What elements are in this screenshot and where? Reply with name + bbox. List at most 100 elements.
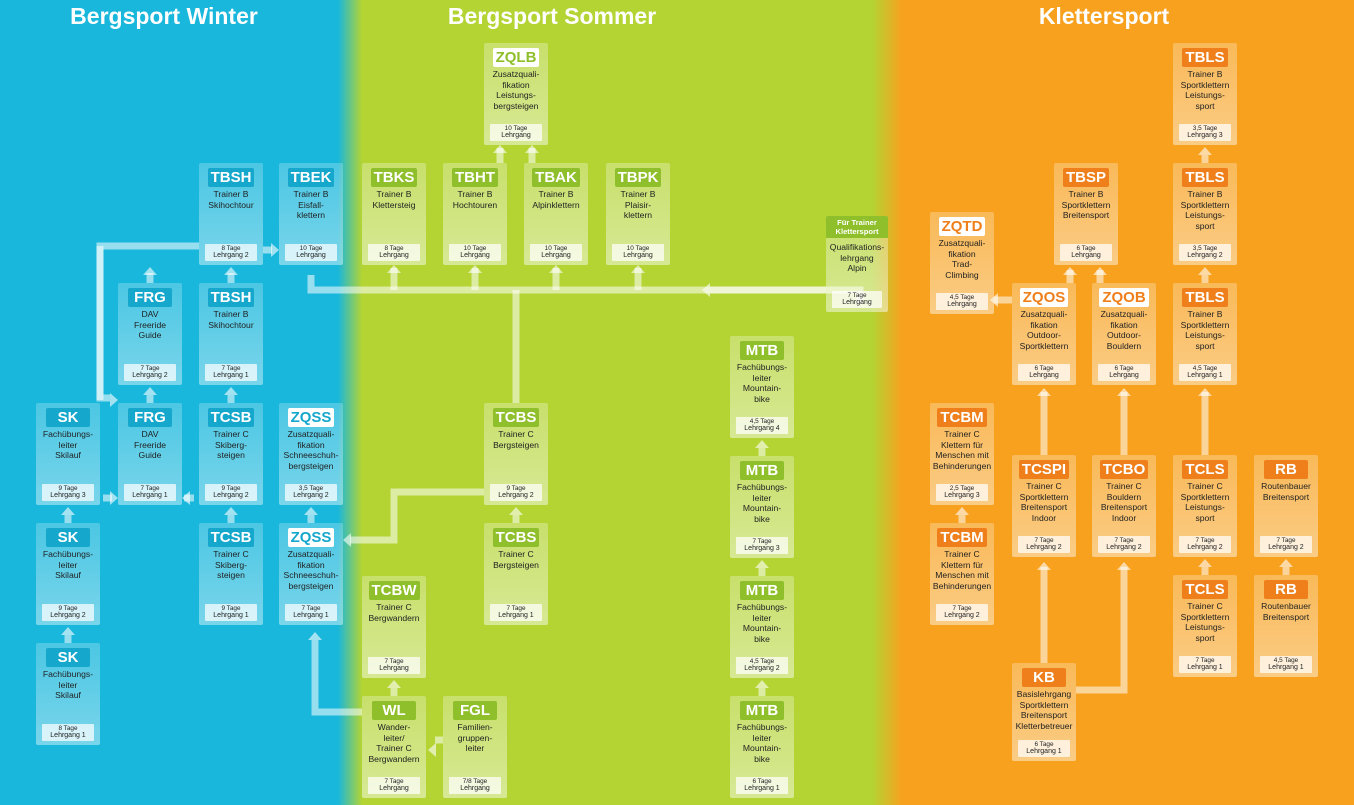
arrow [110,491,118,505]
course-description: Trainer B Alpinklettern [532,189,580,210]
course-code: ZQLB [492,48,540,67]
course-days: 3,5 Tage [298,484,324,492]
course-days: 4,5 Tage [749,417,775,425]
arrow [1117,388,1131,396]
course-description: Trainer C Bergsteigen [493,429,539,450]
course-level: Lehrgang 2 [213,252,249,260]
course-description: Trainer C Bouldern Breitensport Indoor [1100,481,1148,523]
arrow [110,393,118,407]
course-code: KB [1022,668,1066,687]
arrow [755,440,769,448]
arrow [387,265,401,273]
course-days: 8 Tage [221,244,241,252]
course-days: 9 Tage [221,604,241,612]
arrow [308,632,322,640]
course-level: Lehrgang 1 [1187,664,1223,672]
course-level: Lehrgang [1029,372,1059,380]
course-description: Trainer C Sportklettern Leistungs- sport [1180,601,1230,643]
course-days: 10 Tage [544,244,568,252]
course-description: Trainer B Klettersteig [372,189,416,210]
course-days: 7 Tage [1195,536,1215,544]
course-level: Lehrgang 2 [1026,544,1062,552]
course-description: Zusatzquali- fikation Outdoor- Bouldern [1100,309,1148,351]
arrow [271,243,279,257]
section-title-kletter: Klettersport [1038,3,1170,29]
course-level: Lehrgang 1 [213,612,249,620]
course-level: Lehrgang [541,252,571,260]
course-days: 8 Tage [58,724,78,732]
course-level: Lehrgang 2 [1268,544,1304,552]
course-days: 10 Tage [299,244,323,252]
arrow [1198,559,1212,567]
course-description: Trainer B Skihochtour [208,189,254,210]
course-days: 7 Tage [384,777,404,785]
course-days: 4,5 Tage [949,293,975,301]
course-level: Lehrgang 2 [132,372,168,380]
course-description: Fachübungs- leiter Mountain- bike [736,602,788,644]
course-days: 9 Tage [58,604,78,612]
course-description: Zusatzquali- fikation Schneeschuh- bergs… [283,549,339,591]
course-description: Routenbauer Breitensport [1261,601,1311,622]
course-description: Fachübungs- leiter Skilauf [42,429,94,460]
course-level: Lehrgang 2 [498,492,534,500]
course-description: Fachübungs- leiter Mountain- bike [736,362,788,404]
arrow [61,627,75,635]
course-code: TBSP [1062,168,1109,187]
course-level: Lehrgang 1 [132,492,168,500]
qualification-alpin-box[interactable]: Für Trainer Klettersport Qualifikations-… [826,216,888,312]
course-days: 7 Tage [1114,536,1134,544]
course-days: 7 Tage [506,604,526,612]
course-code: TCBM [937,408,987,427]
